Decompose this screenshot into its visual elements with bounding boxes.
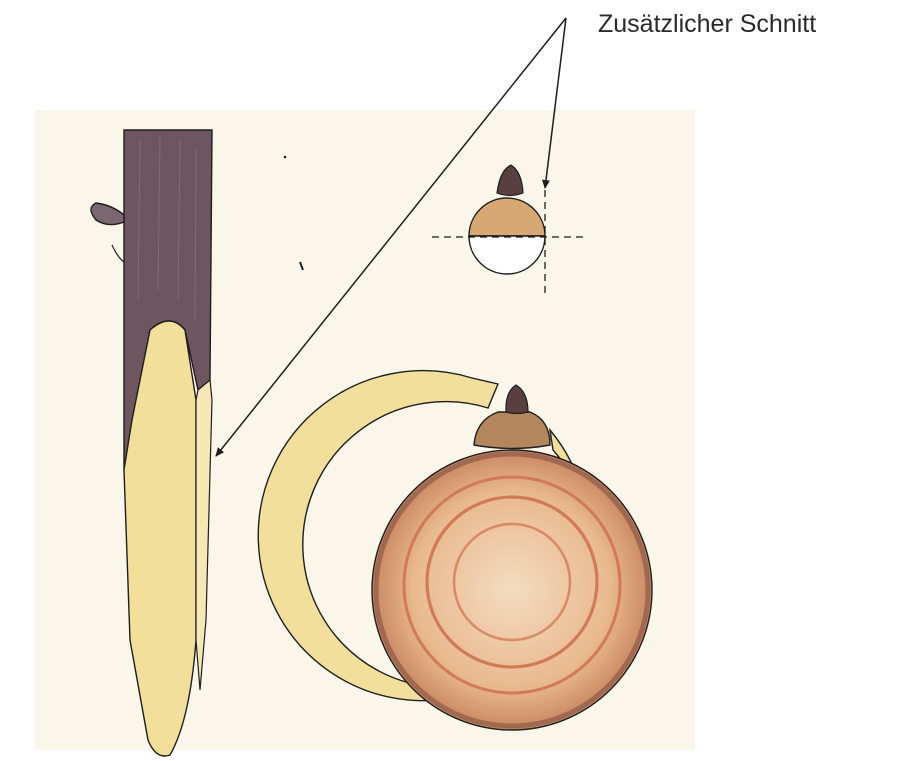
additional-cut-label: Zusätzlicher Schnitt [598, 10, 816, 39]
stock-wood [372, 450, 652, 730]
